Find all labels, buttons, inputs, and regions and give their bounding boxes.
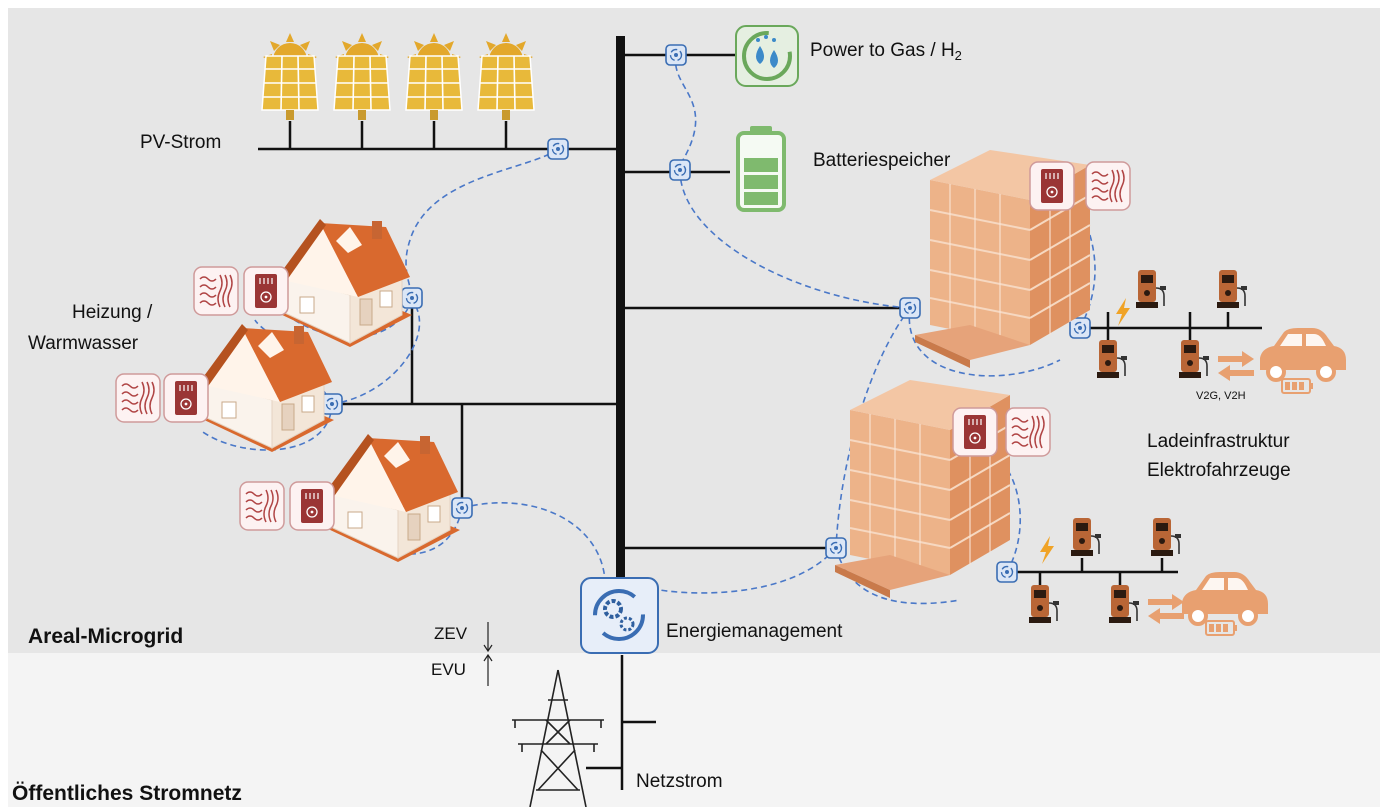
gear-cycle-icon bbox=[1069, 317, 1091, 339]
gear-cycle-icon bbox=[321, 393, 343, 415]
heat-pump-icon bbox=[1029, 161, 1075, 211]
energy-management-icon bbox=[580, 577, 659, 654]
ladeinfra-label-line2: Elektrofahrzeuge bbox=[1147, 460, 1291, 481]
power-to-gas-text: Power to Gas / H bbox=[810, 40, 955, 61]
heizung-label-line2: Warmwasser bbox=[28, 333, 139, 354]
batteriespeicher-label: Batteriespeicher bbox=[813, 150, 951, 171]
power-to-gas-subscript: 2 bbox=[954, 48, 962, 63]
heat-pump-icon bbox=[243, 266, 289, 316]
power-pylon-icon bbox=[512, 669, 604, 807]
battery-icon bbox=[736, 126, 786, 212]
gear-cycle-icon bbox=[996, 561, 1018, 583]
gear-cycle-icon bbox=[547, 138, 569, 160]
heat-pump-icon bbox=[163, 373, 209, 423]
heat-pump-icon bbox=[289, 481, 335, 531]
heizung-label-line1: Heizung / bbox=[72, 302, 153, 323]
energiemanagement-label: Energiemanagement bbox=[666, 621, 843, 642]
gear-cycle-icon bbox=[899, 297, 921, 319]
gear-cycle-icon bbox=[401, 287, 423, 309]
ladeinfra-label-line1: Ladeinfrastruktur bbox=[1147, 431, 1290, 452]
areal-microgrid-label: Areal-Microgrid bbox=[28, 625, 184, 648]
grid-lines bbox=[258, 53, 1262, 790]
v2g-label: V2G, V2H bbox=[1196, 390, 1246, 402]
heating-wave-icon bbox=[1005, 407, 1051, 457]
gear-cycle-icon bbox=[451, 497, 473, 519]
zev-label: ZEV bbox=[434, 624, 468, 643]
power-to-gas-label: Power to Gas / H2 bbox=[810, 40, 962, 63]
main-bus bbox=[616, 36, 625, 580]
public-grid-area bbox=[8, 653, 1380, 807]
oeffentliches-stromnetz-label: Öffentliches Stromnetz bbox=[12, 782, 242, 805]
pv-strom-label: PV-Strom bbox=[140, 132, 222, 153]
zev-evu-boundary bbox=[483, 622, 493, 686]
heating-wave-icon bbox=[239, 481, 285, 531]
evu-label: EVU bbox=[431, 660, 466, 679]
h2-drop-icon bbox=[735, 25, 799, 87]
netzstrom-label: Netzstrom bbox=[636, 771, 723, 792]
gear-cycle-icon bbox=[665, 44, 687, 66]
heating-wave-icon bbox=[115, 373, 161, 423]
heating-wave-icon bbox=[1085, 161, 1131, 211]
gear-cycle-icon bbox=[669, 159, 691, 181]
gear-cycle-icon bbox=[825, 537, 847, 559]
heating-wave-icon bbox=[193, 266, 239, 316]
heat-pump-icon bbox=[952, 407, 998, 457]
microgrid-area bbox=[8, 8, 1380, 653]
